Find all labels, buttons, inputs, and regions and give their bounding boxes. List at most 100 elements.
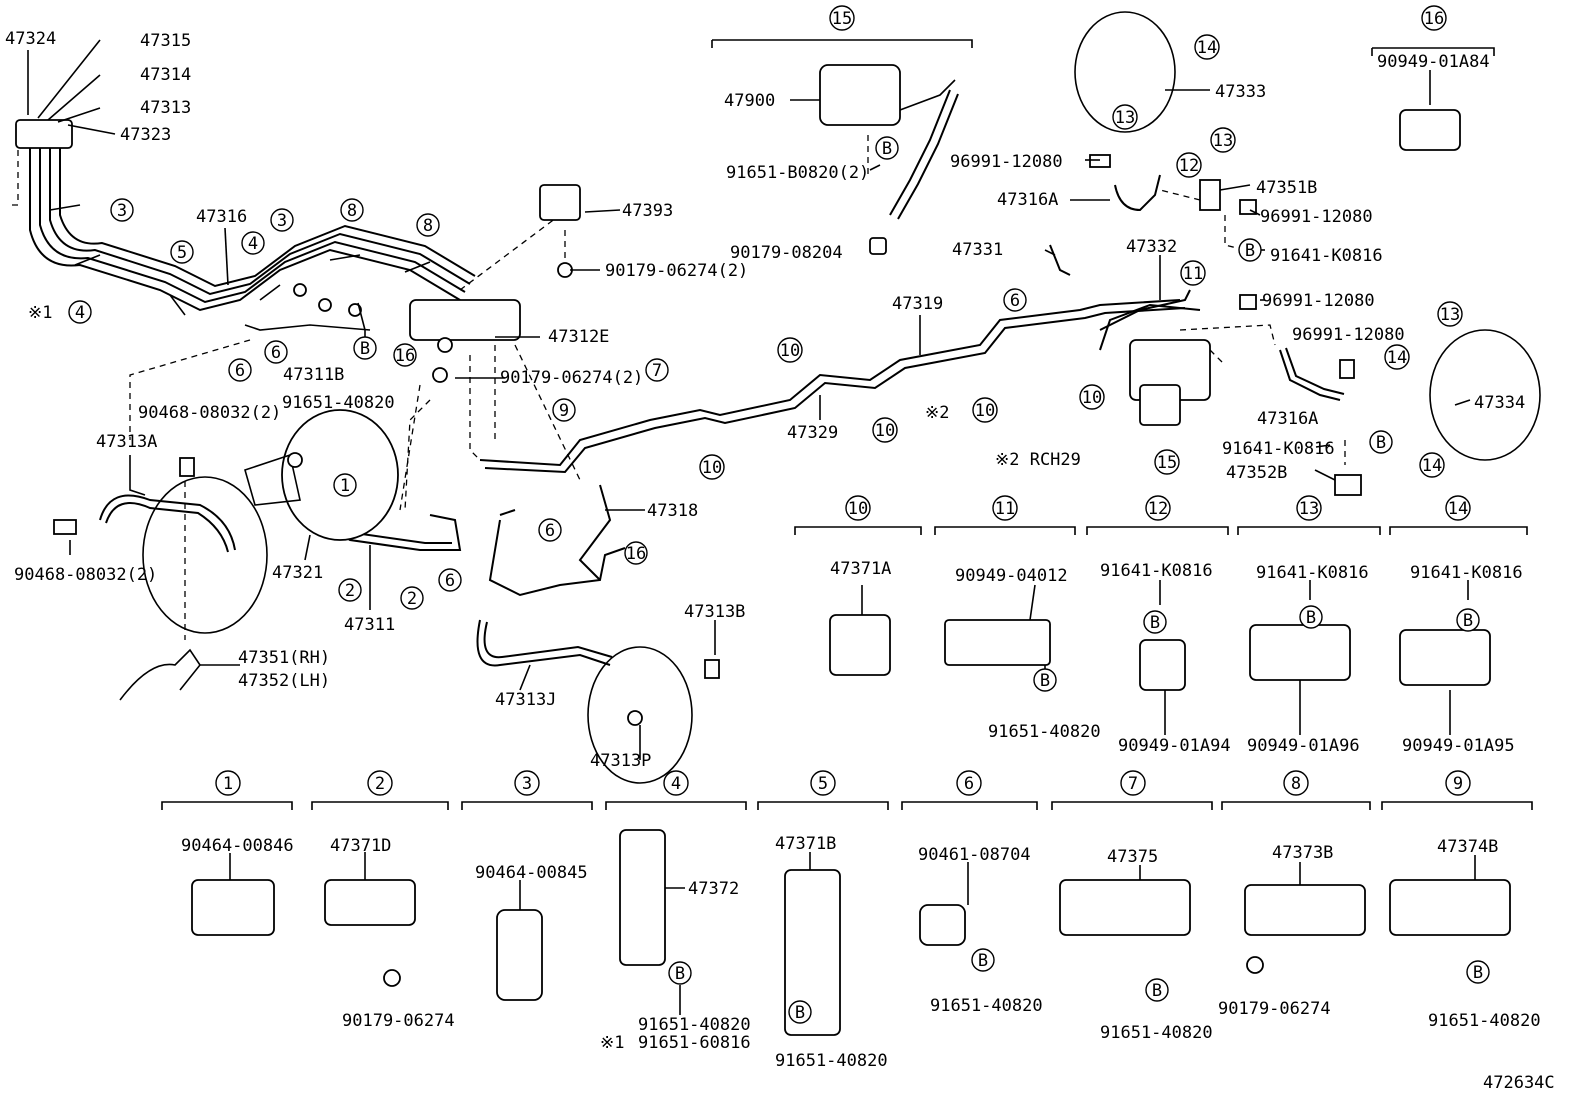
svg-text:3: 3 — [522, 774, 532, 794]
detail-header-11: 11 — [992, 495, 1018, 521]
svg-text:6: 6 — [1010, 291, 1020, 311]
svg-text:B: B — [882, 139, 892, 159]
label-47352: 47352(LH) — [238, 671, 330, 691]
label-47313P: 47313P — [590, 751, 651, 771]
svg-text:5: 5 — [818, 774, 828, 794]
callout-15: 15 — [829, 5, 855, 31]
detail-4-bolt-1: 91651-40820 — [638, 1015, 751, 1035]
pipe-clamp-assembly — [409, 299, 521, 341]
callout-B: B — [1145, 978, 1169, 1002]
label-96991-12080: 96991-12080 — [950, 152, 1063, 172]
callout-2: 2 — [400, 586, 424, 610]
svg-text:9: 9 — [559, 401, 569, 421]
svg-text:B: B — [1376, 433, 1386, 453]
part-labels: 47324 47315 47314 47313 47323 ※1 47316 4… — [5, 29, 1555, 1093]
label-47321: 47321 — [272, 563, 323, 583]
svg-text:11: 11 — [1183, 264, 1203, 284]
callout-3: 3 — [110, 198, 134, 222]
svg-text:B: B — [1473, 963, 1483, 983]
callout-16: 16 — [393, 343, 417, 367]
label-47900: 47900 — [724, 91, 775, 111]
detail-1-part: 90464-00846 — [181, 836, 294, 856]
detail-header-10: 10 — [845, 495, 871, 521]
svg-text:4: 4 — [75, 303, 85, 323]
detail-9-bolt: 91651-40820 — [1428, 1011, 1541, 1031]
detail-4-part: 47372 — [688, 879, 739, 899]
label-47334: 47334 — [1474, 393, 1525, 413]
label-47393: 47393 — [622, 201, 673, 221]
callout-16: 16 — [1421, 5, 1447, 31]
callout-10: 10 — [872, 417, 898, 443]
callout-11: 11 — [1180, 260, 1206, 286]
svg-text:13: 13 — [1115, 108, 1135, 128]
svg-text:6: 6 — [964, 774, 974, 794]
label-47316: 47316 — [196, 207, 247, 227]
svg-text:6: 6 — [445, 571, 455, 591]
detail-11-bolt: 91651-40820 — [988, 722, 1101, 742]
svg-text:8: 8 — [423, 216, 433, 236]
label-96991-12080: 96991-12080 — [1262, 291, 1375, 311]
svg-text:14: 14 — [1387, 348, 1407, 368]
detail-7-bolt: 91651-40820 — [1100, 1023, 1213, 1043]
callout-10: 10 — [777, 337, 803, 363]
bracket-47393 — [539, 184, 581, 221]
svg-text:10: 10 — [780, 341, 800, 361]
detail-14-top: 91641-K0816 — [1410, 563, 1523, 583]
detail-5-part: 47371B — [775, 834, 836, 854]
detail-13-bottom: 90949-01A96 — [1247, 736, 1360, 756]
detail-header-12: 12 — [1145, 495, 1171, 521]
detail-11-part: 90949-04012 — [955, 566, 1068, 586]
detail-12-top: 91641-K0816 — [1100, 561, 1213, 581]
brake-booster — [244, 409, 399, 541]
label-90468-08032: 90468-08032(2) — [14, 565, 157, 585]
detail-header-9: 9 — [1445, 770, 1471, 796]
note-rch29: ※2 RCH29 — [995, 450, 1081, 470]
callout-5: 5 — [170, 240, 194, 264]
callout-6: 6 — [538, 518, 562, 542]
svg-text:2: 2 — [407, 589, 417, 609]
detail-7-part: 47375 — [1107, 847, 1158, 867]
svg-text:5: 5 — [177, 243, 187, 263]
label-47316A: 47316A — [997, 190, 1058, 210]
callout-B: B — [1299, 605, 1323, 629]
svg-text:14: 14 — [1448, 499, 1468, 519]
callout-B: B — [875, 136, 899, 160]
left-flex-hose — [53, 457, 268, 701]
callout-9: 9 — [552, 398, 576, 422]
detail-4-bolt-2: 91651-60816 — [638, 1033, 751, 1053]
label-47313J: 47313J — [495, 690, 556, 710]
callout-6: 6 — [438, 568, 462, 592]
label-47323: 47323 — [120, 125, 171, 145]
circled-callouts: 3 4 5 6 4 3 8 8 6 B 16 7 9 1 2 2 6 6 16 … — [68, 5, 1490, 1024]
svg-text:B: B — [1463, 611, 1473, 631]
svg-text:12: 12 — [1179, 156, 1199, 176]
label-91651-B0820: 91651-B0820(2) — [726, 163, 869, 183]
label-47313A: 47313A — [96, 432, 157, 452]
detail-6-bolt: 91651-40820 — [930, 996, 1043, 1016]
detail-2-bolt: 90179-06274 — [342, 1011, 455, 1031]
label-91651-40820: 91651-40820 — [282, 393, 395, 413]
svg-text:16: 16 — [395, 346, 415, 366]
callout-B: B — [668, 961, 692, 985]
callout-B: B — [1033, 668, 1057, 692]
detail-8-part: 47373B — [1272, 843, 1333, 863]
svg-text:8: 8 — [347, 201, 357, 221]
mark-1: ※1 — [600, 1033, 624, 1053]
callout-14: 14 — [1194, 34, 1220, 60]
callout-B: B — [1143, 610, 1167, 634]
detail-13-top: 91641-K0816 — [1256, 563, 1369, 583]
detail-2-part: 47371D — [330, 836, 391, 856]
callout-B: B — [1238, 238, 1262, 262]
detail-12-bottom: 90949-01A94 — [1118, 736, 1231, 756]
detail-brackets-row1 — [794, 526, 1528, 691]
label-47352B: 47352B — [1226, 463, 1287, 483]
svg-text:B: B — [1245, 241, 1255, 261]
callout-B: B — [353, 336, 377, 360]
svg-text:B: B — [978, 951, 988, 971]
callout-10: 10 — [972, 397, 998, 423]
callout-12: 12 — [1176, 152, 1202, 178]
callout-13: 13 — [1210, 127, 1236, 153]
svg-text:9: 9 — [1453, 774, 1463, 794]
callout-B: B — [1466, 960, 1490, 984]
